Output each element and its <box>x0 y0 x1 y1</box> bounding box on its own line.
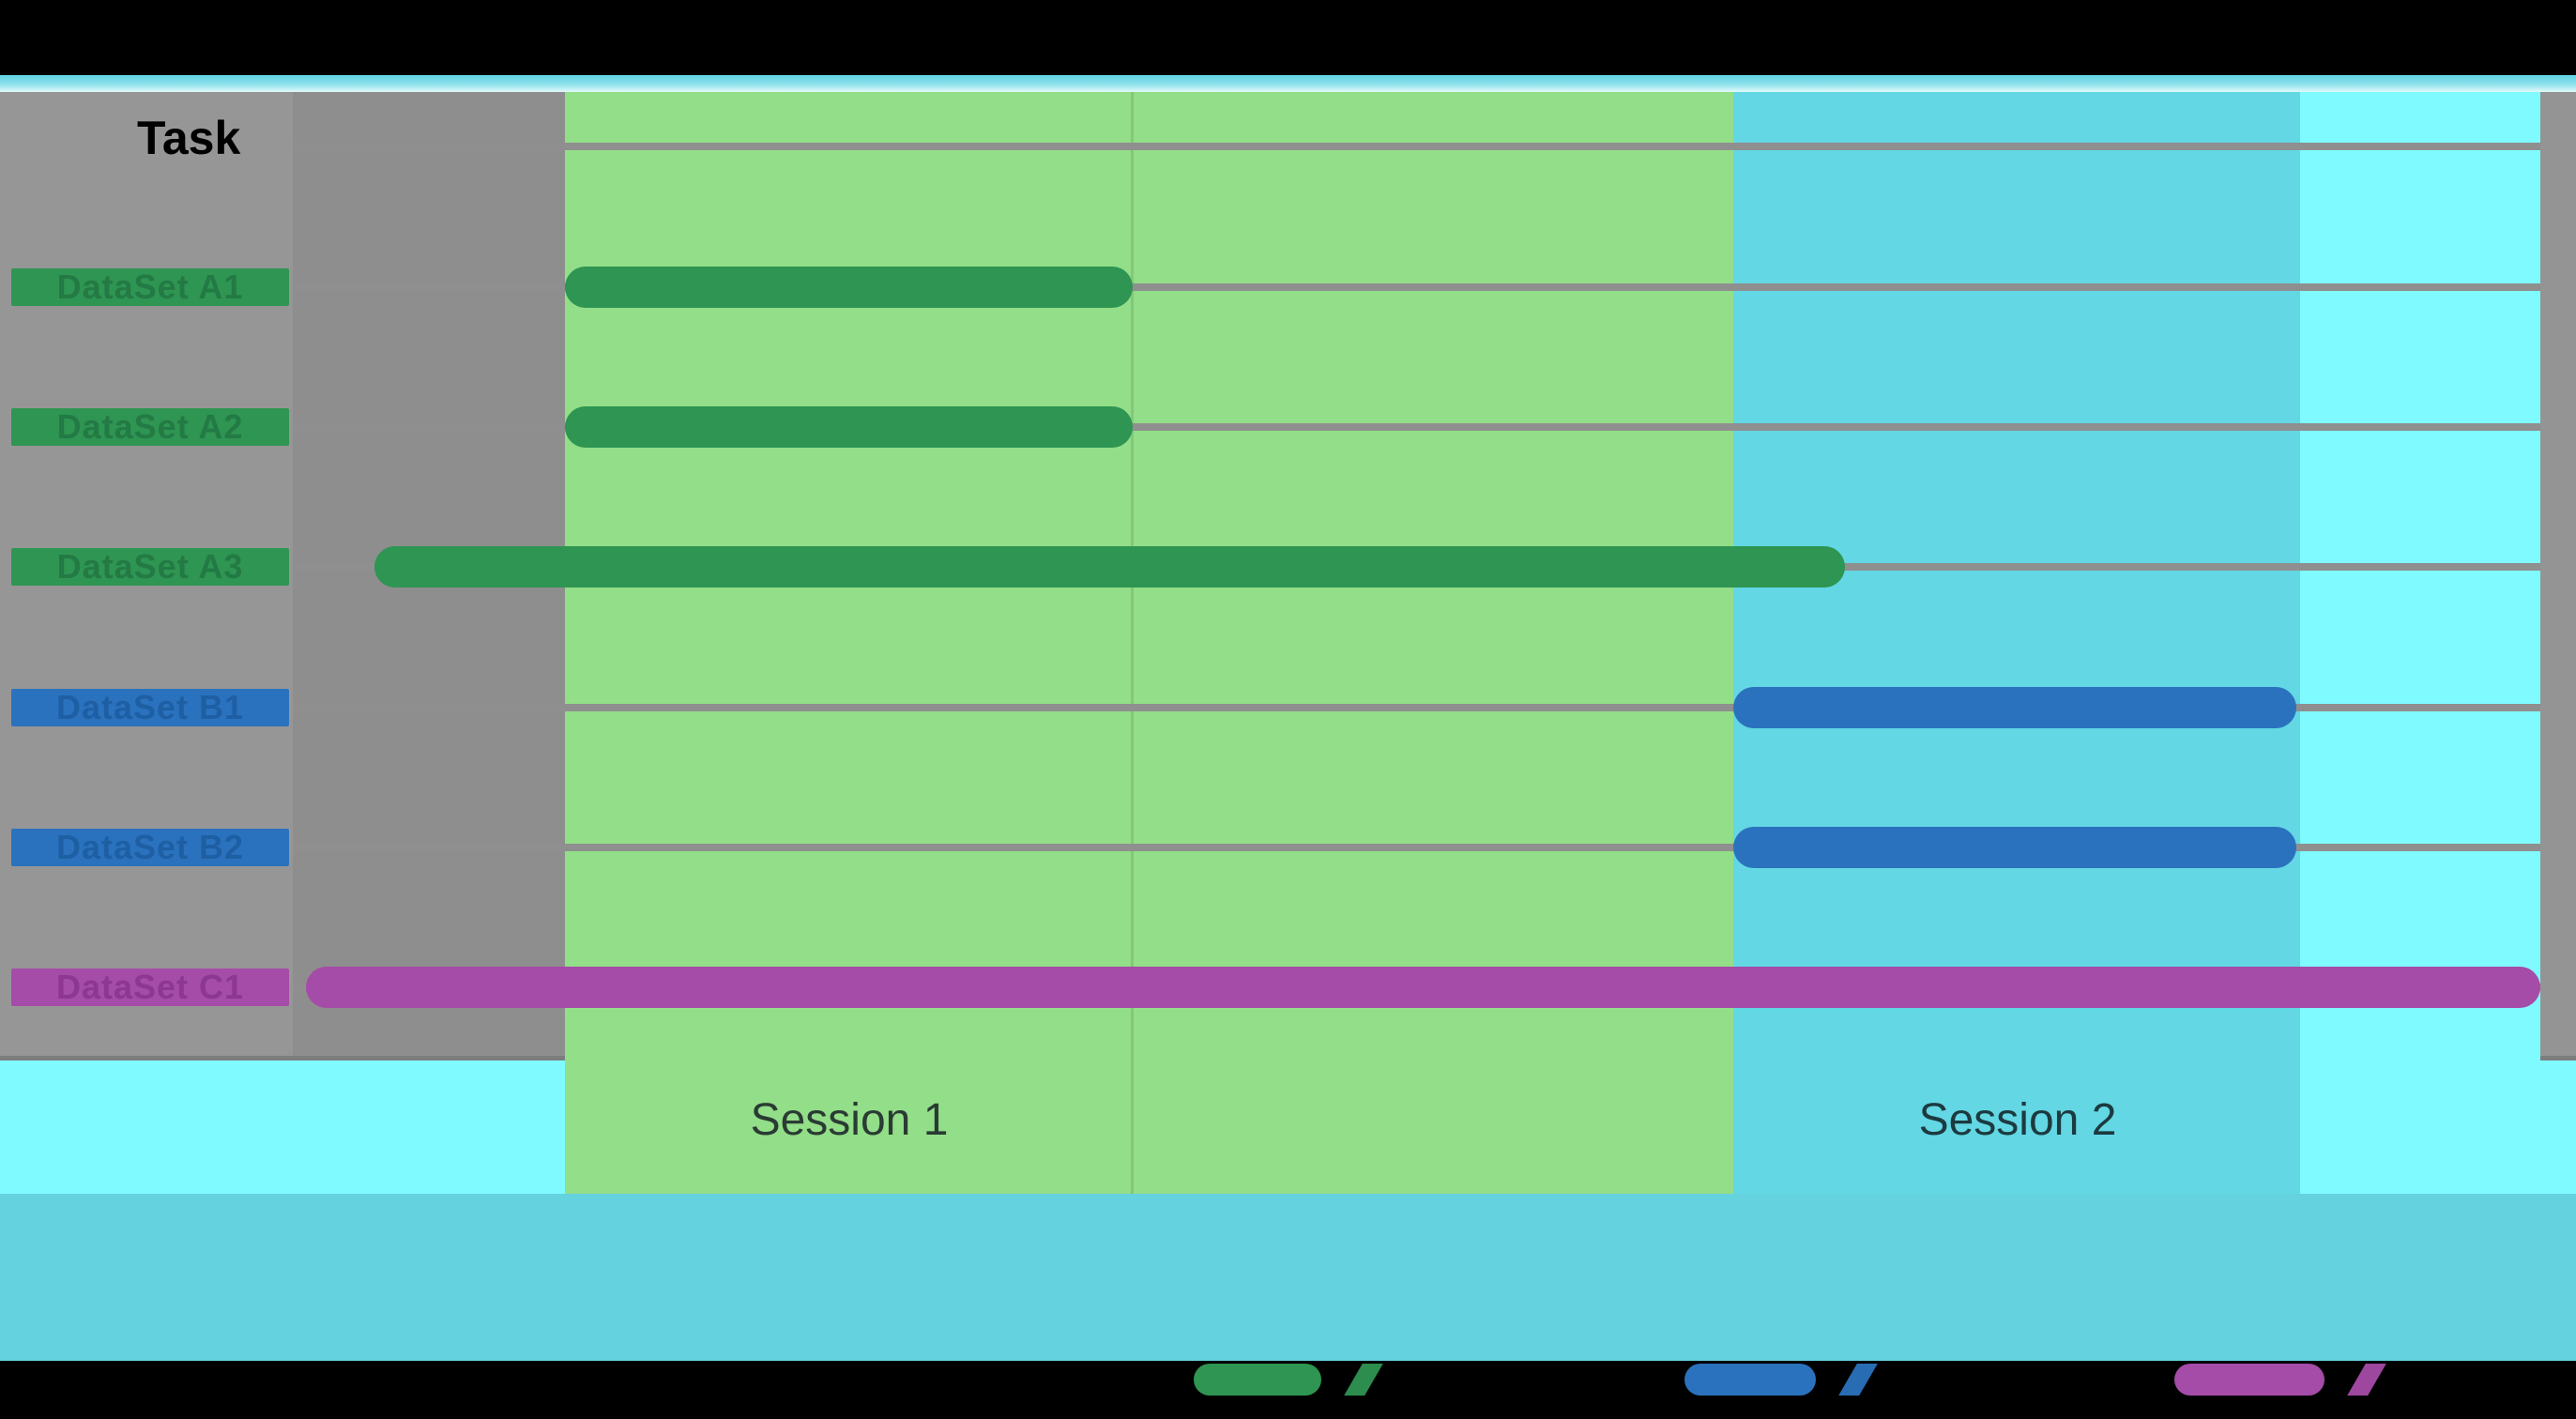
group-c-marker-trail-icon <box>2347 1364 2386 1396</box>
task-label: DataSet A1 <box>11 267 289 306</box>
task-label: DataSet B1 <box>11 688 289 726</box>
zone-session-2 <box>1733 92 2300 1194</box>
session-2-annotation: Session 2 <box>1918 1095 2117 1145</box>
task-label: DataSet A2 <box>11 407 289 446</box>
task-label: DataSet A3 <box>11 547 289 586</box>
zone-session-1 <box>565 92 1733 1194</box>
task-bar[interactable] <box>306 967 2540 1008</box>
task-bar[interactable] <box>565 267 1133 308</box>
figure-right-margin <box>2540 92 2576 1060</box>
row-gridline <box>293 283 2540 291</box>
task-axis-title: Task <box>137 112 241 164</box>
top-page-strip <box>0 75 2576 92</box>
task-bar[interactable] <box>1733 827 2296 868</box>
task-bar[interactable] <box>374 546 1845 587</box>
row-gridline <box>293 844 2540 851</box>
vertical-gridline <box>1131 92 1134 1194</box>
group-c-marker[interactable] <box>2174 1364 2324 1396</box>
task-label: DataSet C1 <box>11 968 289 1006</box>
below-axis-left-area <box>0 1060 565 1194</box>
session-1-annotation: Session 1 <box>750 1095 949 1145</box>
group-a-marker[interactable] <box>1194 1364 1321 1396</box>
below-axis-right-area <box>2540 1060 2576 1194</box>
group-b-marker[interactable] <box>1684 1364 1816 1396</box>
row-gridline <box>293 704 2540 711</box>
group-b-marker-trail-icon <box>1838 1364 1878 1396</box>
task-bar[interactable] <box>565 406 1133 448</box>
group-a-marker-trail-icon <box>1344 1364 1383 1396</box>
task-bar[interactable] <box>1733 687 2296 728</box>
zone-after-session-2 <box>2300 92 2540 1194</box>
row-gridline <box>293 143 2540 150</box>
task-label: DataSet B2 <box>11 828 289 866</box>
row-gridline <box>293 423 2540 431</box>
footer-band <box>0 1194 2576 1361</box>
